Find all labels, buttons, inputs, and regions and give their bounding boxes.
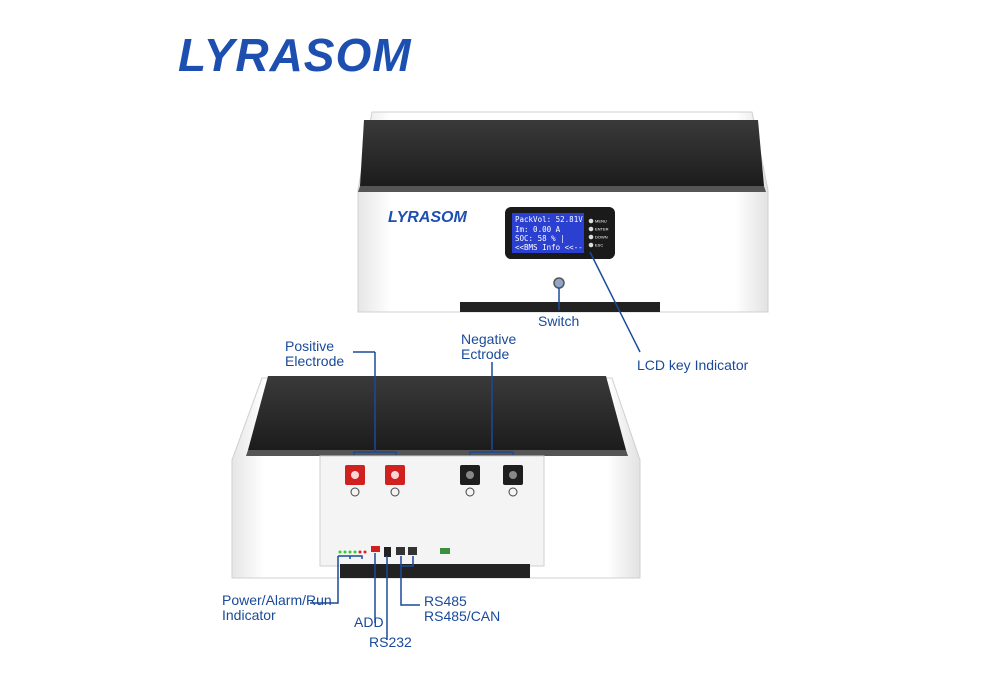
indicator-leds (338, 550, 367, 554)
rear-battery-unit (231, 376, 641, 579)
lcd-esc-label: ESC (595, 243, 603, 248)
rs485-label: RS485 (424, 593, 467, 609)
lcd-line-2: Im: 0.00 A (515, 225, 561, 234)
negative-electrode-label-line-1: Negative (461, 331, 516, 347)
lcd-line-1: PackVol: 52.81V (515, 215, 583, 224)
rs485-port[interactable] (396, 547, 405, 555)
add-label: ADD (354, 614, 384, 630)
rear-top-lid (248, 376, 626, 450)
rs232-label: RS232 (369, 634, 412, 650)
lcd-screen (512, 213, 584, 253)
rs232-port[interactable] (384, 547, 391, 557)
lcd-line-4: <<BMS Info <<-- (515, 243, 583, 252)
rs485-can-label: RS485/CAN (424, 608, 500, 624)
front-battery-unit: PackVol: 52.81V Im: 0.00 A SOC: 58 % | <… (357, 111, 769, 313)
dry-contact-connector[interactable] (440, 548, 450, 554)
lcd-down-label: DOWN (595, 235, 608, 240)
lcd-menu-button[interactable] (588, 218, 594, 224)
callout-lines (310, 251, 641, 640)
lcd-enter-label: ENTER (595, 227, 609, 232)
power-switch[interactable] (553, 277, 565, 289)
rs485-can-port[interactable] (408, 547, 417, 555)
front-top-lid (360, 120, 764, 186)
device-logo: LYRASOM (388, 209, 467, 226)
lcd-menu-label: MENU (595, 219, 607, 224)
positive-electrode-label-line-1: Positive (285, 338, 334, 354)
power-indicator-label-line-2: Indicator (222, 607, 276, 623)
lcd-down-button[interactable] (588, 234, 594, 240)
power-indicator-label-line-1: Power/Alarm/Run (222, 592, 332, 608)
lcd-enter-button[interactable] (588, 226, 594, 232)
brand-logo: LYRASOM (178, 29, 412, 81)
positive-electrode-label-line-2: Electrode (285, 353, 344, 369)
lcd-key-indicator-label: LCD key Indicator (637, 357, 749, 373)
negative-electrode-label-line-2: Ectrode (461, 346, 509, 362)
lcd-esc-button[interactable] (588, 242, 594, 248)
lcd-line-3: SOC: 58 % | (515, 234, 565, 243)
add-dip-switch[interactable] (371, 546, 380, 552)
switch-label: Switch (538, 313, 579, 329)
